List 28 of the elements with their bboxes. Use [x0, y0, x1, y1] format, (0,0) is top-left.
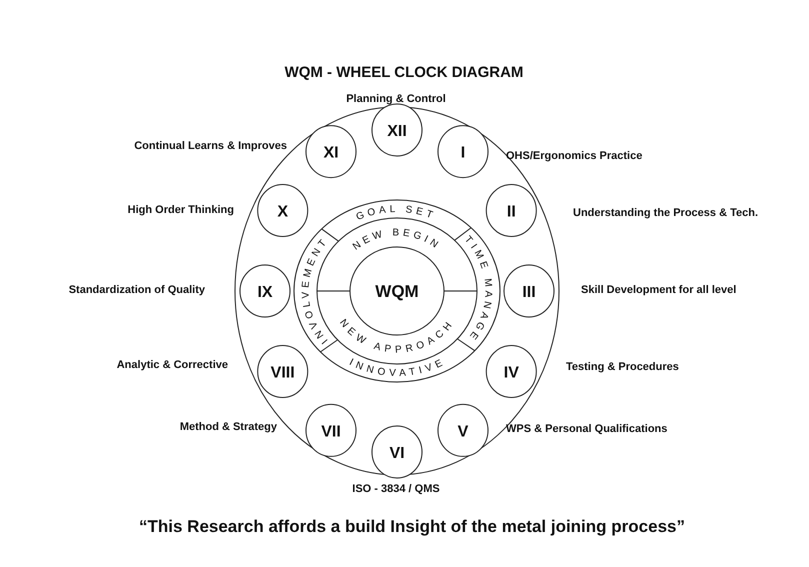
hour-caption: WPS & Personal Qualifications — [506, 423, 668, 435]
hour-circle: IV — [486, 345, 537, 398]
hour-circle: V — [438, 404, 488, 457]
hour-caption: Standardization of Quality — [68, 284, 205, 296]
hour-caption: Testing & Procedures — [566, 361, 679, 373]
hour-caption: Method & Strategy — [180, 421, 277, 433]
hour-circle: I — [438, 125, 488, 178]
hour-circle: XI — [306, 125, 356, 178]
hour-circle: XII — [372, 104, 422, 156]
hour-circle: VIII — [257, 345, 308, 398]
hour-circle: III — [504, 264, 554, 318]
hour-caption: ISO - 3834 / QMS — [352, 483, 440, 495]
diagram-title: WQM - WHEEL CLOCK DIAGRAM — [284, 64, 524, 81]
hour-circle: VI — [372, 426, 422, 478]
hour-circle: X — [257, 184, 308, 237]
hour-caption: Skill Development for all level — [581, 284, 736, 296]
hour-circle: IX — [240, 264, 290, 318]
hour-caption: Analytic & Corrective — [116, 359, 228, 371]
center-label: WQM — [375, 282, 419, 301]
ring-text: GOAL SET — [354, 203, 438, 222]
hour-circle: VII — [306, 404, 356, 457]
hour-caption: OHS/Ergonomics Practice — [506, 150, 642, 162]
hour-caption: Understanding the Process & Tech. — [573, 207, 758, 219]
hour-circle: II — [486, 184, 537, 237]
hour-caption: Continual Learns & Improves — [134, 140, 287, 152]
hour-caption: High Order Thinking — [128, 204, 234, 216]
caption: “This Research affords a build Insight of the metal joining process” — [139, 517, 685, 536]
hour-caption: Planning & Control — [346, 93, 446, 105]
